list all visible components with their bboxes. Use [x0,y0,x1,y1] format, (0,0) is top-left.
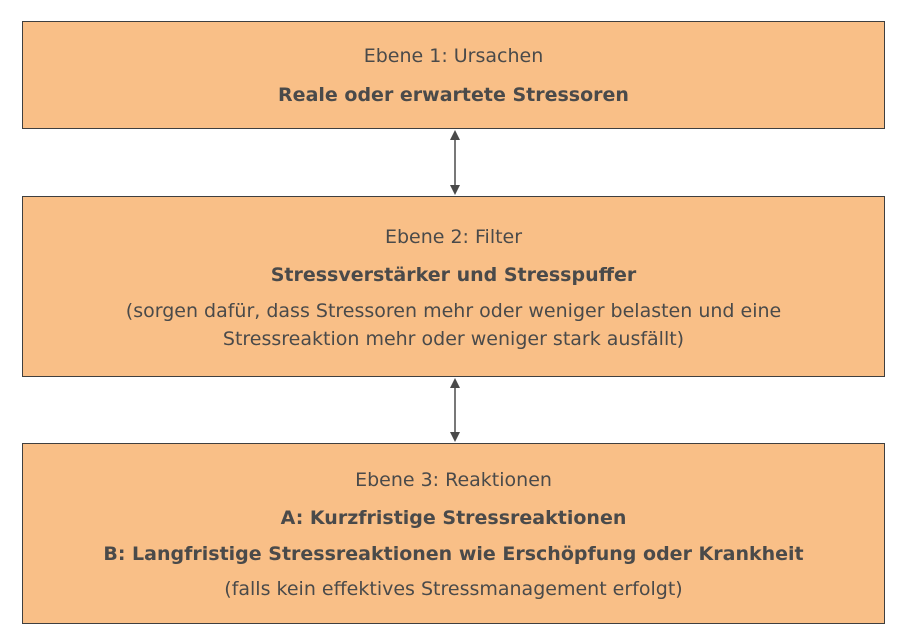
level-1-title: Ebene 1: Ursachen [363,45,544,67]
bidirectional-arrow-1-2 [450,130,460,195]
level-2-note-line-2: Stressreaktion mehr oder weniger stark a… [222,328,685,350]
level-3-note: (falls kein effektives Stressmanagement … [224,578,683,600]
level-2-note-line-1: (sorgen dafür, dass Stressoren mehr oder… [125,300,782,322]
level-1-heading: Reale oder erwartete Stressoren [278,84,629,106]
level-3-heading-b: B: Langfristige Stressreaktionen wie Ers… [103,543,804,565]
level-3-box: Ebene 3: Reaktionen A: Kurzfristige Stre… [22,443,885,624]
level-2-heading: Stressverstärker und Stresspuffer [270,264,637,286]
level-3-title: Ebene 3: Reaktionen [355,469,552,491]
level-3-heading-a: A: Kurzfristige Stressreaktionen [280,507,627,529]
level-1-box: Ebene 1: Ursachen Reale oder erwartete S… [22,21,885,129]
level-2-title: Ebene 2: Filter [384,226,523,248]
bidirectional-arrow-2-3 [450,378,460,442]
level-2-box: Ebene 2: Filter Stressverstärker und Str… [22,196,885,377]
